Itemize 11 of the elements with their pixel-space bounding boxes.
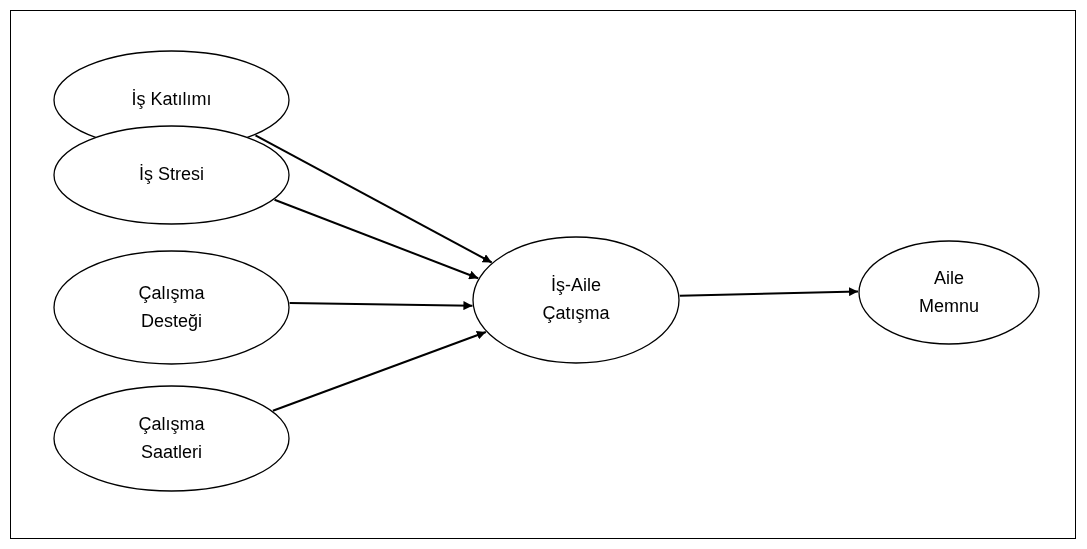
node-label: Aile Memnu xyxy=(918,266,980,318)
arrow xyxy=(273,198,480,280)
node-label: İş-Aile Çatışma xyxy=(541,274,611,325)
node-label: İş Stresi xyxy=(139,163,204,187)
arrow xyxy=(271,330,487,412)
node-label: Çalışma Desteği xyxy=(137,281,206,333)
arrow xyxy=(254,134,493,264)
node-label: Çalışma Saatleri xyxy=(137,412,206,464)
arrow xyxy=(288,301,474,311)
node-label: İş Katılımı xyxy=(131,88,212,112)
arrow xyxy=(678,287,859,297)
